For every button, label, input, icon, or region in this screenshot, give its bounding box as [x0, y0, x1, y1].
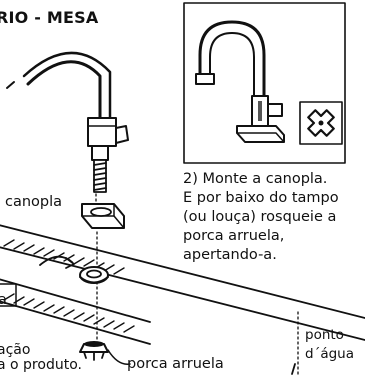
partial-label-a: a [0, 292, 7, 308]
step2-frame [183, 2, 346, 164]
partial-note-line: ação [0, 342, 31, 358]
ponto-dagua-label: ponto d´água [305, 326, 354, 364]
step2-instructions: 2) Monte a canopla. E por baixo do tampo… [183, 170, 365, 265]
porca-arruela-part [79, 341, 109, 361]
canopla-label: canopla [5, 194, 63, 210]
faucet-left [6, 51, 129, 193]
faucet-top-right [195, 20, 285, 143]
ponto-line: ponto [305, 327, 344, 343]
partial-note: ação a o produto. [0, 343, 82, 373]
step2-line: apertando-a. [183, 247, 277, 263]
page-title: RIO - MESA [0, 8, 99, 27]
cross-handle-icon [299, 101, 343, 145]
ponto-line: d´água [305, 346, 354, 362]
porca-arruela-label: porca arruela [127, 356, 224, 372]
canopla-part [81, 203, 125, 229]
step2-line: E por baixo do tampo [183, 190, 339, 206]
step2-line: 2) Monte a canopla. [183, 171, 328, 187]
step2-line: porca arruela, [183, 228, 285, 244]
partial-note-line: a o produto. [0, 357, 82, 373]
porca-leader-line [107, 349, 131, 365]
axis-dotted-line [95, 193, 98, 345]
step2-line: (ou louça) rosqueie a [183, 209, 337, 225]
washer-part [79, 266, 109, 284]
countertop [0, 224, 365, 345]
